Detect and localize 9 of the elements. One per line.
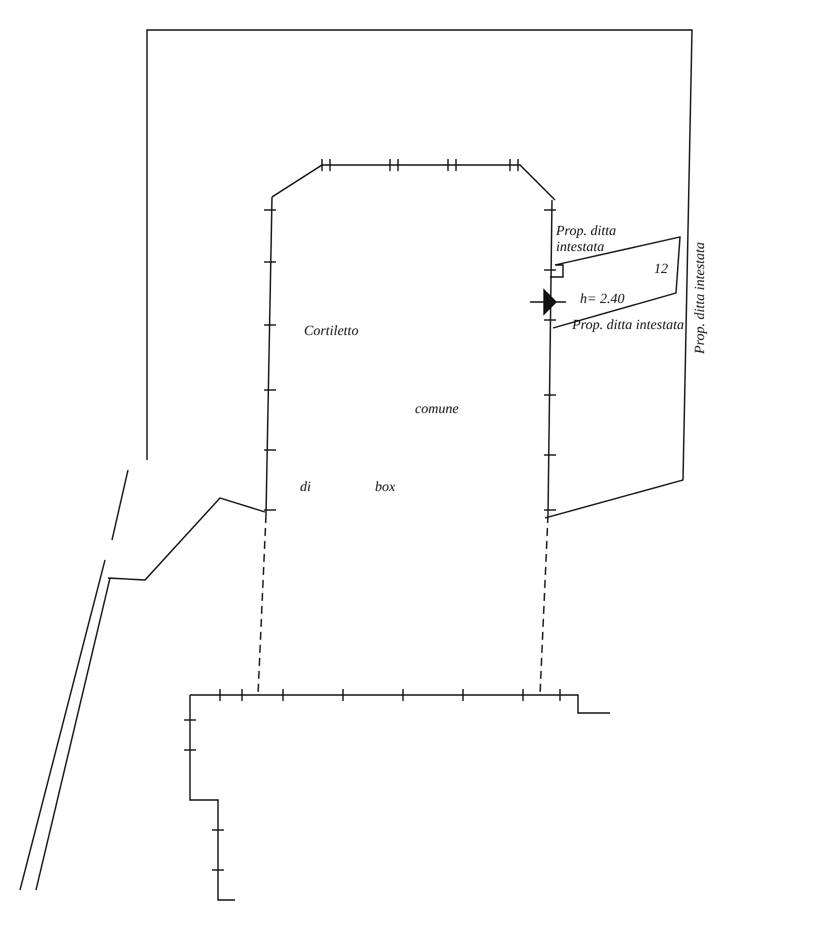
area-name: Cortiletto bbox=[304, 324, 358, 340]
area-name: box bbox=[375, 480, 396, 496]
area-name: comune bbox=[415, 402, 459, 418]
owner-note: Prop. ditta intestata bbox=[556, 224, 618, 256]
owner-note: Prop. ditta intestata bbox=[572, 318, 684, 334]
number-label: 12 bbox=[654, 262, 668, 278]
height-label: h= 2.40 bbox=[580, 292, 624, 308]
area-name: di bbox=[300, 480, 311, 496]
owner-note: Prop. ditta intestata bbox=[692, 242, 709, 354]
